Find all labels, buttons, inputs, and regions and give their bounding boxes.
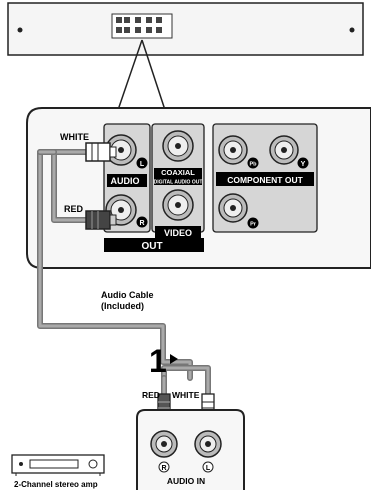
player-rear-panel [7, 2, 364, 56]
jack-pr [218, 193, 248, 223]
jack-badge-l: L [136, 157, 148, 169]
jack-video [162, 189, 194, 221]
jack-coaxial [162, 130, 194, 162]
out-label: OUT [141, 241, 162, 252]
white-bottom-label: WHITE [172, 390, 200, 400]
amp-caption: 2-Channel stereo amp [14, 480, 98, 489]
audio-cable-label: Audio Cable [101, 290, 154, 300]
red-top-label: RED [64, 204, 84, 214]
svg-text:R: R [161, 465, 166, 472]
step-number: 1 [149, 343, 167, 379]
jack-in-badge-r: R [158, 461, 170, 473]
audio-cable [37, 149, 211, 399]
jack-badge-pb: Pb [247, 157, 259, 169]
jack-audio-in-l [194, 430, 222, 458]
audio-cable-included-label: (Included) [101, 301, 144, 311]
jack-badge-y: Y [297, 157, 309, 169]
white-plug-top [85, 142, 117, 162]
svg-text:Pb: Pb [249, 162, 257, 168]
red-bottom-label: RED [142, 390, 160, 400]
svg-text:R: R [139, 220, 144, 227]
jack-badge-pr: Pr [247, 217, 259, 229]
audio-label: AUDIO [111, 176, 140, 186]
jack-in-badge-l: L [202, 461, 214, 473]
jack-y [269, 135, 299, 165]
component-out-label: COMPONENT OUT [227, 175, 303, 185]
jack-pb [218, 135, 248, 165]
jack-badge-r: R [136, 216, 148, 228]
coaxial-label: COAXIAL [161, 168, 195, 177]
svg-text:L: L [140, 161, 145, 168]
red-plug-top [85, 210, 117, 230]
svg-text:Y: Y [301, 161, 306, 168]
stereo-amp-icon [11, 454, 105, 476]
audio-in-label: AUDIO IN [167, 476, 205, 486]
step-arrow-icon [170, 354, 178, 364]
jack-audio-in-r [150, 430, 178, 458]
video-label: VIDEO [164, 228, 192, 238]
svg-text:Pr: Pr [250, 222, 257, 228]
out-bar [104, 238, 204, 252]
digital-audio-out-label: DIGITAL AUDIO OUT [154, 180, 203, 186]
svg-text:L: L [206, 465, 211, 472]
white-top-label: WHITE [60, 132, 89, 142]
